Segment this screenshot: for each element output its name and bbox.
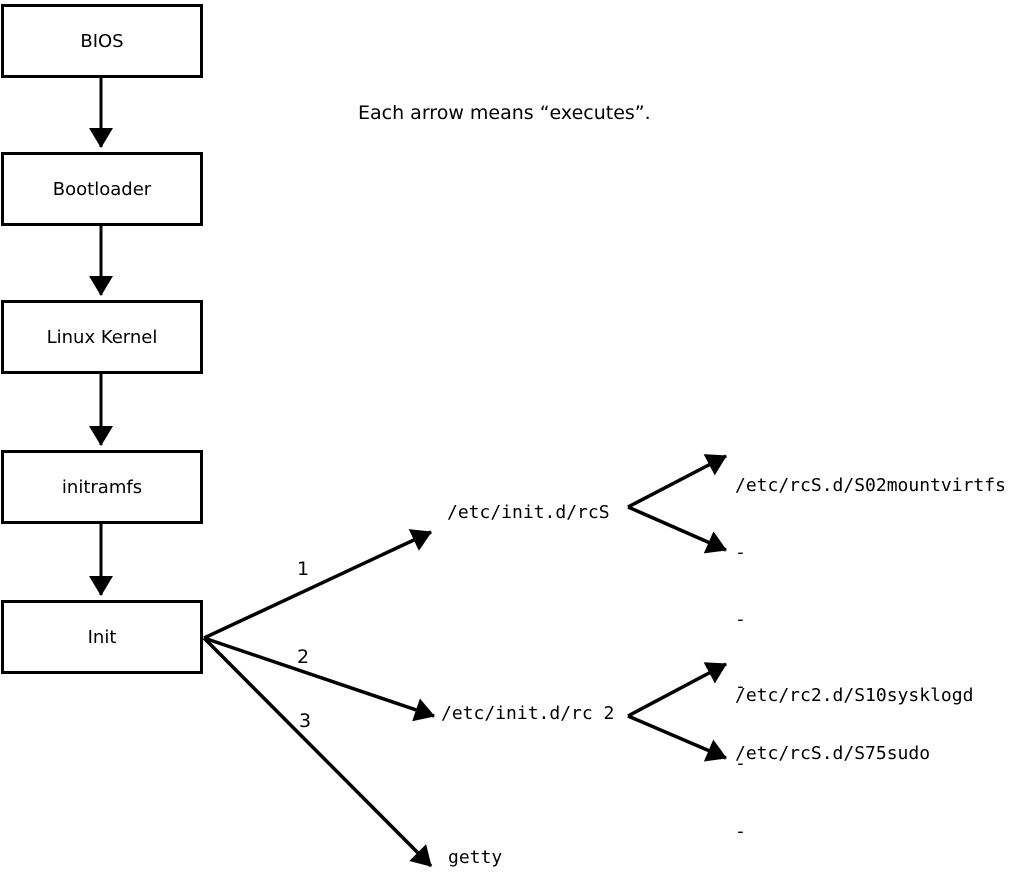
rcs-script-ellipsis: - [735, 609, 746, 630]
box-bootloader: Bootloader [1, 152, 203, 226]
arrow-rc2-to-first-script [627, 662, 727, 718]
arrow-init-to-rcs [203, 529, 432, 640]
box-initramfs-label: initramfs [61, 476, 143, 498]
box-init: Init [1, 600, 203, 674]
rc2-script-ellipsis: - [735, 753, 746, 774]
arrow-order-label-2: 2 [297, 646, 310, 668]
rcs-script-last: /etc/rcS.d/S75sudo [735, 743, 931, 764]
arrow-init-to-rc2 [203, 636, 435, 722]
arrow-rcs-to-last-script [627, 505, 727, 554]
box-bios: BIOS [1, 4, 203, 78]
arrow-order-label-1: 1 [297, 558, 310, 580]
arrow-rc2-to-last-script [627, 714, 727, 762]
box-bios-label: BIOS [80, 30, 124, 52]
box-bootloader-label: Bootloader [52, 178, 152, 200]
box-linux-kernel-label: Linux Kernel [46, 326, 158, 348]
rc2-script-ellipsis: - [735, 821, 746, 842]
arrow-order-label-3: 3 [299, 710, 312, 732]
target-label-rc2: /etc/init.d/rc 2 [441, 703, 615, 724]
arrow-init-to-getty [202, 636, 433, 868]
target-label-getty: getty [448, 847, 503, 868]
rc2-script-first: /etc/rc2.d/S10sysklogd [735, 685, 974, 706]
executes-note: Each arrow means “executes”. [358, 102, 651, 124]
target-label-rcs: /etc/init.d/rcS [447, 502, 610, 523]
rcs-script-ellipsis: - [735, 542, 746, 563]
rc2-script-list: /etc/rc2.d/S10sysklogd - - - /etc/rc2.d/… [735, 641, 973, 875]
rcs-script-list: /etc/rcS.d/S02mountvirtfs - - - /etc/rcS… [735, 431, 1006, 808]
box-init-label: Init [87, 626, 117, 648]
rcs-script-first: /etc/rcS.d/S02mountvirtfs [735, 475, 1006, 496]
box-linux-kernel: Linux Kernel [1, 300, 203, 374]
box-initramfs: initramfs [1, 450, 203, 524]
rcs-script-ellipsis: - [735, 676, 746, 697]
arrow-rcs-to-first-script [627, 454, 727, 509]
